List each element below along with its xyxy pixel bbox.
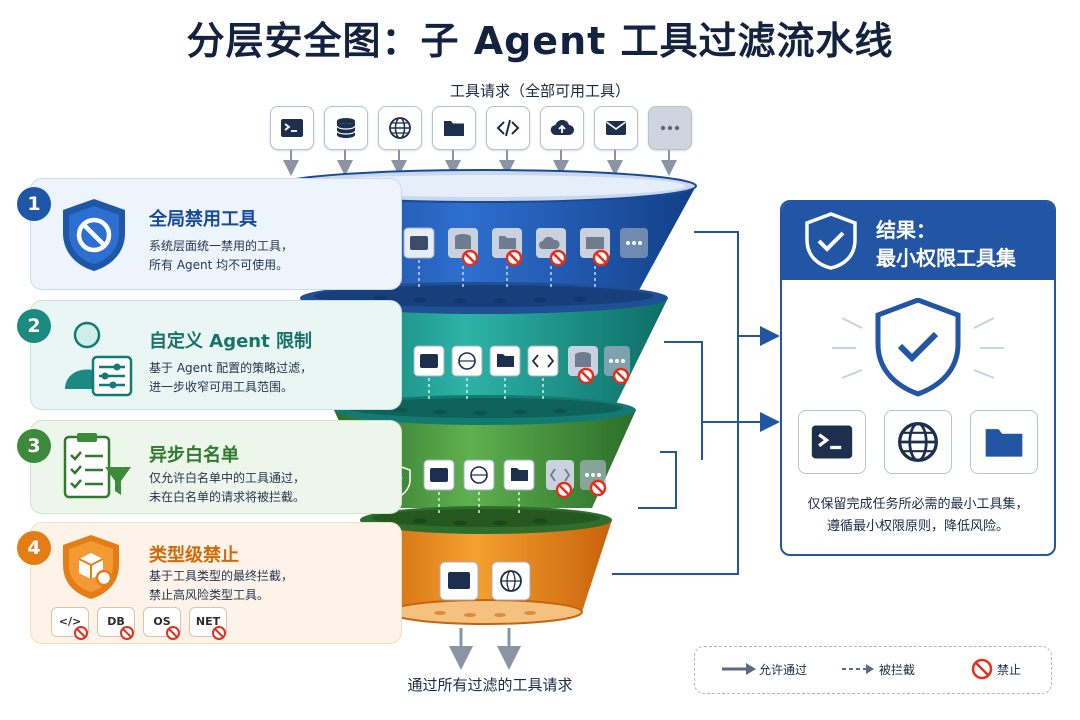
globe-icon <box>884 410 952 474</box>
layer-panel-2: 2 自定义 Agent 限制 基于 Agent 配置的策略过滤， 进一步收窄可用… <box>17 300 402 410</box>
globe-icon <box>491 561 531 601</box>
result-title-line: 结果： <box>876 218 936 242</box>
output-label: 通过所有过滤的工具请求 <box>407 676 573 694</box>
shield-forbid-icon <box>59 197 129 277</box>
layer-desc-line: 基于 Agent 配置的策略过滤， <box>149 361 313 375</box>
database-icon <box>324 106 368 150</box>
result-header: 结果： 最小权限工具集 <box>782 202 1054 280</box>
layer-number: 3 <box>17 429 51 463</box>
layer-2-tools <box>413 345 630 402</box>
forbidden-icon <box>577 367 630 385</box>
layer-panel-1: 1 全局禁用工具 系统层面统一禁用的工具， 所有 Agent 均不可使用。 <box>17 178 402 290</box>
funnel-holes-4 <box>434 611 536 617</box>
result-desc: 仅保留完成任务所必需的最小工具集， 遵循最小权限原则，降低风险。 <box>782 494 1054 538</box>
type-chip-forbid-icons <box>74 626 226 640</box>
layer-desc: 仅允许白名单中的工具通过， 未在白名单的请求将被拦截。 <box>149 469 305 507</box>
cloud-upload-icon <box>540 106 584 150</box>
legend-graphics <box>722 658 993 680</box>
layer-panel-3: 3 异步白名单 仅允许白名单中的工具通过， 未在白名单的请求将被拦截。 <box>17 420 402 514</box>
big-shield-check-icon <box>832 298 1004 397</box>
agent-settings-icon <box>59 319 135 403</box>
code-icon <box>486 106 530 150</box>
result-desc-line: 仅保留完成任务所必需的最小工具集， <box>807 497 1029 512</box>
layer-panel-4: 4 类型级禁止 基于工具类型的最终拦截， 禁止高风险类型工具。 </> DB O… <box>17 522 402 644</box>
request-label: 工具请求（全部可用工具） <box>449 82 630 100</box>
layer-3-tools <box>423 459 607 514</box>
type-chip-net: NET <box>189 607 227 637</box>
layer-desc-line: 未在白名单的请求将被拦截。 <box>149 490 306 504</box>
layer-title: 异步白名单 <box>149 445 239 466</box>
layer-desc: 基于 Agent 配置的策略过滤， 进一步收窄可用工具范围。 <box>149 359 312 397</box>
layer-desc-line: 仅允许白名单中的工具通过， <box>149 471 306 485</box>
layer-4-tools <box>439 561 531 601</box>
result-title-line: 最小权限工具集 <box>876 246 1016 270</box>
forbidden-icon <box>555 479 607 499</box>
request-tool-row <box>270 106 692 150</box>
page-title: 分层安全图：子 Agent 工具过滤流水线 <box>186 19 894 63</box>
funnel-holes <box>373 295 587 304</box>
layer-desc-line: 系统层面统一禁用的工具， <box>149 239 294 253</box>
layer-number: 2 <box>17 309 51 343</box>
terminal-icon <box>423 459 455 491</box>
type-chip-os: OS <box>143 607 181 637</box>
layer-desc-line: 所有 Agent 均不可使用。 <box>149 258 289 272</box>
shield-box-icon <box>59 533 123 605</box>
layer-desc: 系统层面统一禁用的工具， 所有 Agent 均不可使用。 <box>149 237 293 275</box>
globe-icon <box>451 345 483 377</box>
layer-1-tools <box>403 227 648 290</box>
result-panel: 结果： 最小权限工具集 仅保留完成任务所必需的最小工具集， 遵循最小权限原则，降… <box>780 200 1056 556</box>
layer-desc-line: 禁止高风险类型工具。 <box>149 588 270 602</box>
funnel-layer-4 <box>360 506 612 625</box>
layer-title: 类型级禁止 <box>149 545 239 566</box>
folder-icon <box>489 345 521 377</box>
funnel-holes-3 <box>413 518 547 526</box>
more-icon <box>620 228 648 258</box>
layer-number: 1 <box>17 187 51 221</box>
terminal-icon <box>439 561 479 601</box>
database-icon <box>568 346 598 376</box>
mail-icon <box>594 106 638 150</box>
terminal-icon <box>270 106 314 150</box>
funnel-holes-2 <box>393 407 567 416</box>
code-icon <box>527 345 559 377</box>
layer-desc-line: 进一步收窄可用工具范围。 <box>149 380 294 394</box>
more-icon <box>648 106 692 150</box>
checklist-filter-icon <box>59 431 135 507</box>
result-title: 结果： 最小权限工具集 <box>876 216 1016 272</box>
layer-desc: 基于工具类型的最终拦截， 禁止高风险类型工具。 <box>149 567 293 605</box>
output-arrows <box>449 628 521 670</box>
folder-icon <box>432 106 476 150</box>
terminal-icon <box>413 345 445 377</box>
folder-icon <box>970 410 1038 474</box>
layer-title: 自定义 Agent 限制 <box>149 331 312 352</box>
layer-title: 全局禁用工具 <box>149 209 257 230</box>
terminal-icon <box>403 227 435 259</box>
legend-forbidden-label: 禁止 <box>997 663 1022 677</box>
forbidden-icon <box>461 249 610 267</box>
globe-icon <box>463 459 495 491</box>
legend-blocked-label: 被拦截 <box>879 663 916 677</box>
folder-icon <box>503 459 535 491</box>
layer-desc-line: 基于工具类型的最终拦截， <box>149 569 294 583</box>
result-desc-line: 遵循最小权限原则，降低风险。 <box>826 519 1009 534</box>
result-connectors <box>612 231 780 575</box>
shield-check-icon <box>805 212 857 270</box>
terminal-icon <box>798 410 866 474</box>
layer-number: 4 <box>17 531 51 565</box>
request-arrows <box>283 150 677 176</box>
globe-icon <box>378 106 422 150</box>
legend-allow-label: 允许通过 <box>759 663 808 677</box>
legend: 允许通过 被拦截 禁止 <box>694 646 1052 694</box>
